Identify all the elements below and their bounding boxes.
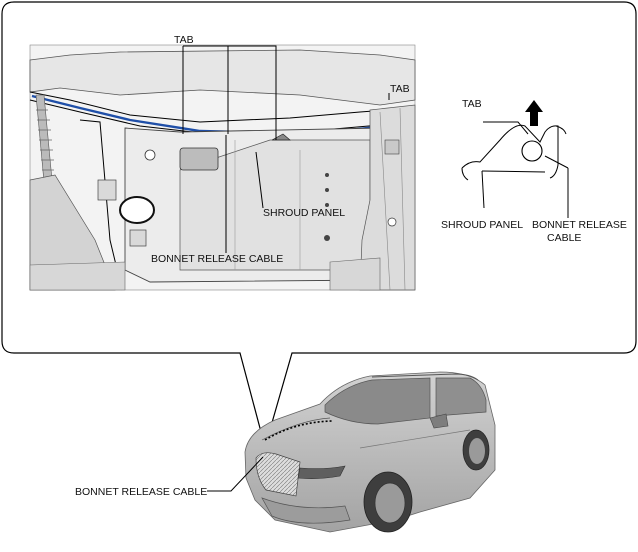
engine-bay-illustration — [29, 44, 416, 291]
car-illustration — [244, 371, 496, 533]
car-label-leader — [207, 456, 264, 492]
label-bonnet-release-detail-1: BONNET RELEASE — [532, 219, 627, 231]
label-bonnet-release-cable-main: BONNET RELEASE CABLE — [151, 253, 283, 265]
label-bonnet-release-cable-car: BONNET RELEASE CABLE — [75, 486, 207, 498]
label-shroud-panel-detail: SHROUD PANEL — [441, 219, 523, 231]
up-arrow-icon — [525, 100, 543, 126]
label-tab-detail: TAB — [462, 98, 482, 110]
label-shroud-panel-main: SHROUD PANEL — [263, 207, 345, 219]
engine-bay-leaders — [182, 45, 390, 253]
label-tab-right: TAB — [390, 83, 410, 95]
label-bonnet-release-detail-2: CABLE — [547, 232, 581, 244]
schematic-detail — [461, 121, 569, 218]
label-tab-main: TAB — [174, 34, 194, 46]
